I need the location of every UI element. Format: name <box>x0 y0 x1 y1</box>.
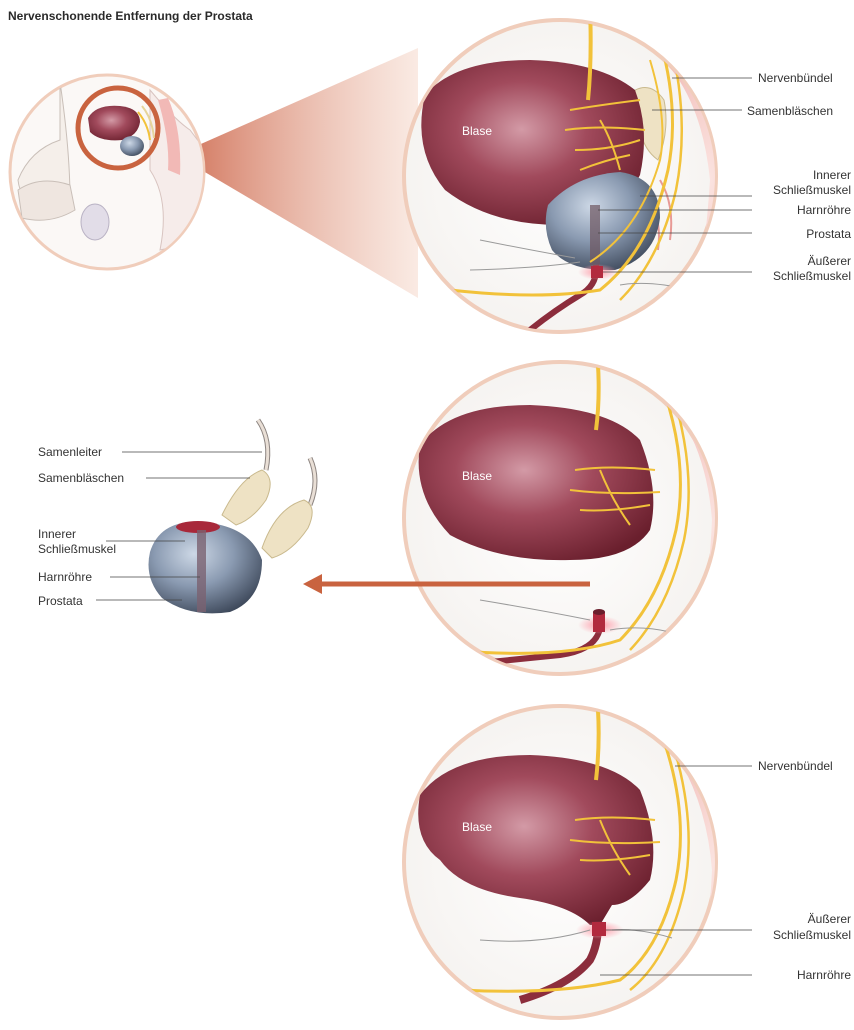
label-aeusserer-3b: Schließmuskel <box>773 928 851 942</box>
panel-1-circle <box>404 8 740 332</box>
label-samenleiter: Samenleiter <box>38 445 102 459</box>
label-prostata-1: Prostata <box>806 227 851 241</box>
bladder-label-panel-1: Blase <box>462 124 492 138</box>
bladder-label-panel-2: Blase <box>462 469 492 483</box>
overview-anatomy-figure <box>10 75 205 269</box>
panel-3-circle <box>404 706 740 1020</box>
label-harnroehre-2: Harnröhre <box>38 570 92 584</box>
label-aeusserer-1b: Schließmuskel <box>773 269 851 283</box>
removed-prostate-figure <box>149 420 316 613</box>
label-innerer-1b: Schließmuskel <box>773 183 851 197</box>
page-title: Nervenschonende Entfernung der Prostata <box>8 9 253 23</box>
label-samenblaeschen-1: Samenbläschen <box>747 104 833 118</box>
label-harnroehre-1: Harnröhre <box>797 203 851 217</box>
label-aeusserer-1a: Äußerer <box>808 254 851 268</box>
label-samenblaeschen-2: Samenbläschen <box>38 471 124 485</box>
label-innerer-1a: Innerer <box>813 168 851 182</box>
panel-2-circle <box>404 362 740 680</box>
label-aeusserer-3a: Äußerer <box>808 912 851 926</box>
label-innerer-2a: Innerer <box>38 527 76 541</box>
label-nervenbuendel-1: Nervenbündel <box>758 71 833 85</box>
label-prostata-2: Prostata <box>38 594 83 608</box>
label-innerer-2b: Schließmuskel <box>38 542 116 556</box>
zoom-wedge <box>176 48 418 298</box>
label-harnroehre-3: Harnröhre <box>797 968 851 982</box>
bladder-label-panel-3: Blase <box>462 820 492 834</box>
label-nervenbuendel-3: Nervenbündel <box>758 759 833 773</box>
